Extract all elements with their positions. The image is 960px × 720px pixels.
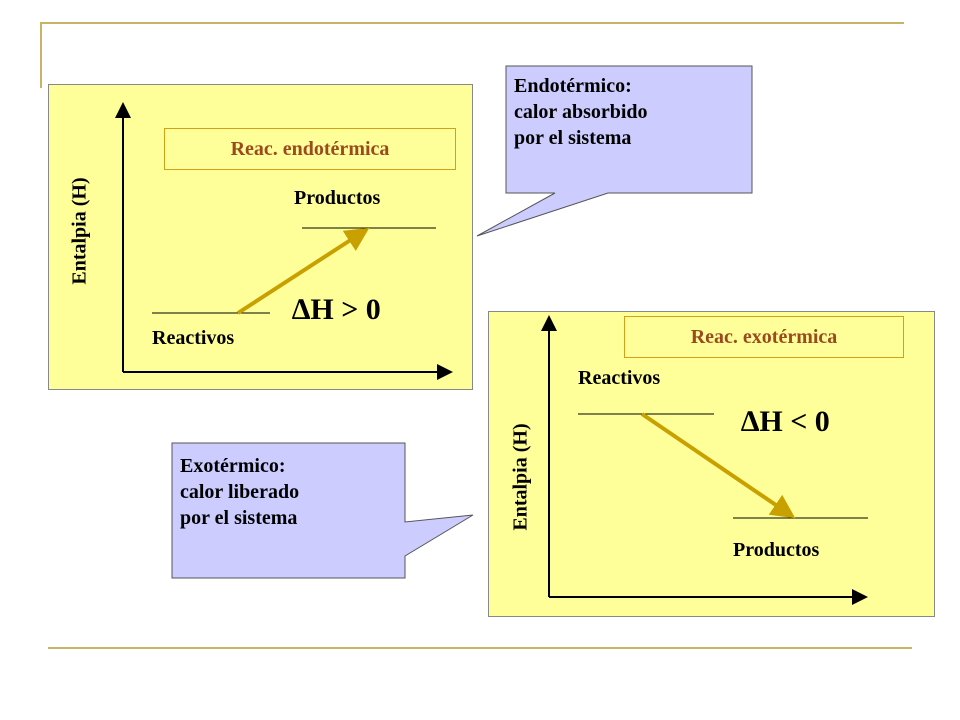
endothermic-bottom-label: Reactivos: [152, 327, 235, 349]
exothermic-y-label: Entalpia (H): [509, 423, 532, 531]
endothermic-tag: Reac. endotérmica: [164, 128, 456, 170]
exothermic-callout-line2: calor liberado: [180, 481, 300, 503]
left-rule: [40, 22, 42, 88]
endothermic-callout-line2: calor absorbido: [514, 101, 648, 123]
exothermic-bottom-label: Productos: [733, 539, 820, 561]
endothermic-callout-text: Endotérmico: calor absorbido por el sist…: [514, 73, 648, 151]
exothermic-top-label: Reactivos: [578, 367, 661, 389]
exothermic-callout-text: Exotérmico: calor liberado por el sistem…: [180, 453, 299, 531]
exothermic-callout-line3: por el sistema: [180, 507, 298, 529]
bottom-rule: [48, 647, 912, 649]
endothermic-y-label: Entalpia (H): [68, 177, 91, 285]
exothermic-delta-h: ∆H < 0: [741, 405, 830, 438]
endothermic-top-label: Productos: [294, 187, 381, 209]
endothermic-callout-line1: Endotérmico:: [514, 75, 632, 97]
endothermic-callout-line3: por el sistema: [514, 127, 632, 149]
exothermic-callout-line1: Exotérmico:: [180, 455, 286, 477]
top-rule: [40, 22, 904, 24]
endothermic-delta-h: ∆H > 0: [292, 293, 381, 326]
exothermic-tag: Reac. exotérmica: [624, 316, 904, 358]
